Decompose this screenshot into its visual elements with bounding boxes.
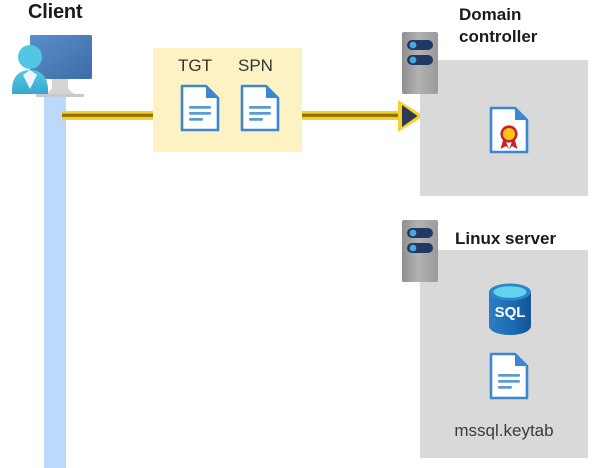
keytab-document-icon [489,352,529,405]
keytab-file-label: mssql.keytab [454,421,554,440]
tgt-document-icon [180,84,220,137]
domain-controller-title-line-1: Domain [459,5,522,24]
domain-controller-title-line-2: controller [459,27,538,46]
spn-document-icon [240,84,280,137]
client-user-monitor-icon [6,28,102,100]
linux-server-rack-icon [402,220,438,282]
domain-controller-title: Domain controller [459,4,599,48]
spn-label: SPN [238,56,273,75]
certificate-icon [489,106,529,159]
client-label: Client [28,1,83,23]
linux-server-title-line-1: Linux server [455,229,557,248]
client-lifeline [44,92,66,468]
request-arrow-segment-right [300,111,402,120]
request-arrowhead-icon [398,100,424,132]
sql-database-icon: SQL [485,282,535,341]
request-arrow-segment-left [62,111,155,120]
svg-text:SQL: SQL [495,304,526,321]
domain-controller-server-rack-icon [402,32,438,94]
tgt-label: TGT [178,56,212,75]
linux-server-title: Linux server [455,228,600,250]
